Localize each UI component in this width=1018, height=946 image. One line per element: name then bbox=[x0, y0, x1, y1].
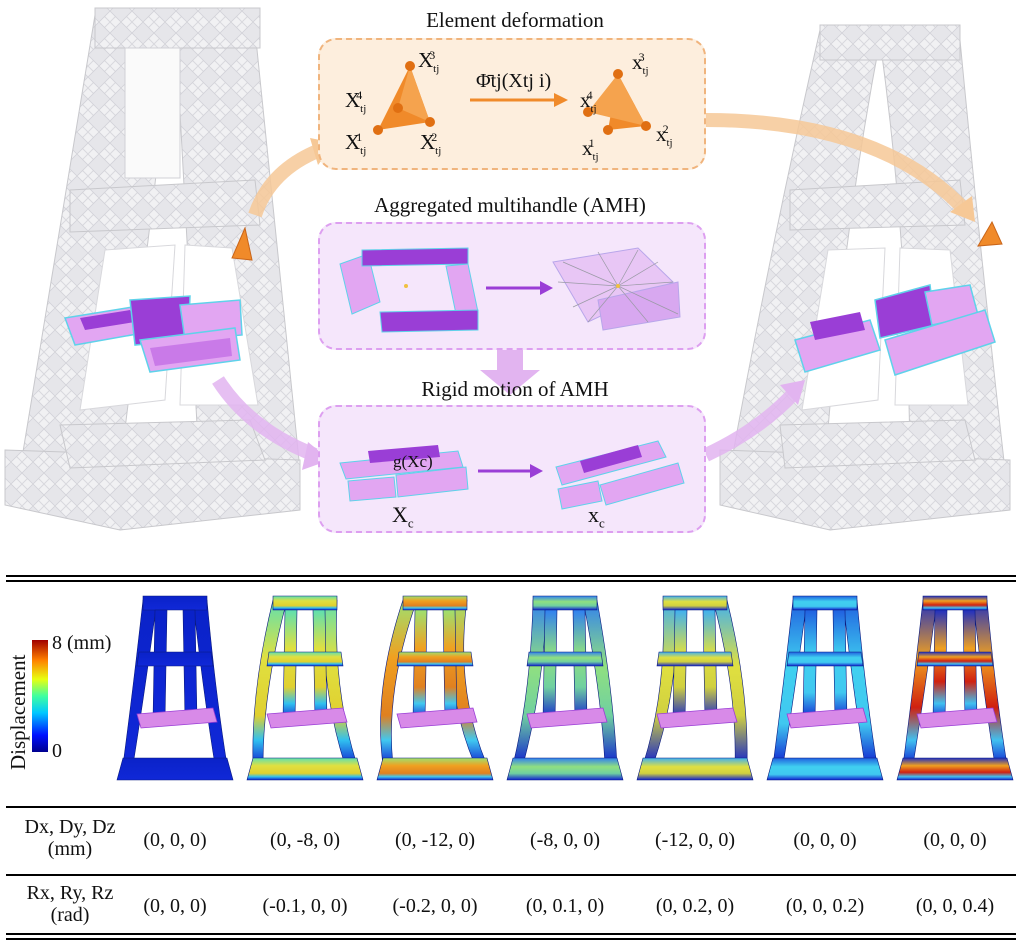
element-deformation-diagram bbox=[373, 61, 651, 135]
element-deformation-title: Element deformation bbox=[426, 8, 604, 32]
rotation-value-4: (0, 0.1, 0) bbox=[525, 895, 605, 917]
amh-diagram bbox=[339, 247, 681, 333]
element-marker-right bbox=[977, 220, 1003, 247]
element-deformation-panel bbox=[318, 38, 706, 170]
rotation-value-1: (0, 0, 0) bbox=[143, 895, 207, 917]
tower-7 bbox=[896, 595, 1014, 781]
flow-arrows bbox=[212, 113, 975, 470]
rule-top-1 bbox=[6, 575, 1016, 577]
amh-title: Aggregated multihandle (AMH) bbox=[374, 193, 646, 217]
tower-6 bbox=[766, 595, 884, 781]
tower-4 bbox=[506, 595, 624, 781]
tower-3 bbox=[376, 595, 494, 781]
displacement-value-7: (0, 0, 0) bbox=[923, 829, 987, 851]
displacement-value-4: (-8, 0, 0) bbox=[530, 829, 600, 851]
tower-handle-6 bbox=[786, 707, 868, 729]
rule-bottom-2 bbox=[6, 938, 1016, 940]
undeformed-frame bbox=[4, 7, 301, 531]
displacement-label: Displacement bbox=[6, 654, 30, 770]
xc-def-label: xc bbox=[588, 502, 605, 531]
displacement-value-2: (0, -8, 0) bbox=[270, 829, 340, 851]
rule-top-2 bbox=[6, 580, 1016, 582]
rule-bottom-1 bbox=[6, 933, 1016, 935]
tower-5 bbox=[636, 595, 754, 781]
deformation-mapping-label: Φ̄tj(Xtj i) bbox=[476, 70, 552, 92]
tower-handle-1 bbox=[136, 707, 218, 729]
tower-handle-4 bbox=[526, 707, 608, 729]
def-vertex-2: xtj2 bbox=[656, 122, 673, 150]
amh-handles-right bbox=[794, 284, 996, 376]
ref-vertex-1: Xtj1 bbox=[345, 130, 367, 158]
xc-ref-label: Xc bbox=[392, 502, 414, 531]
rule-mid-2 bbox=[6, 874, 1016, 876]
displacement-value-3: (0, -12, 0) bbox=[395, 829, 475, 851]
amh-handles-left bbox=[63, 295, 243, 373]
def-vertex-4: xtj4 bbox=[580, 88, 597, 116]
def-vertex-3: xtj3 bbox=[632, 50, 649, 78]
rotation-value-3: (-0.2, 0, 0) bbox=[392, 895, 478, 917]
tower-2 bbox=[246, 595, 364, 781]
element-marker-left bbox=[231, 226, 253, 261]
displacement-tower-row bbox=[116, 595, 1014, 781]
rigid-motion-diagram bbox=[339, 440, 685, 510]
rotation-value-5: (0, 0.2, 0) bbox=[655, 895, 735, 917]
displacement-value-1: (0, 0, 0) bbox=[143, 829, 207, 851]
row-header-displacement: Dx, Dy, Dz (mm) bbox=[24, 816, 116, 860]
ref-vertex-4: Xtj4 bbox=[345, 88, 367, 116]
ref-vertex-3: Xtj3 bbox=[418, 48, 440, 76]
tower-handle-7 bbox=[916, 707, 998, 729]
tower-handle-2 bbox=[266, 707, 348, 729]
colorbar-max: 8 (mm) bbox=[52, 632, 112, 654]
rotation-value-2: (-0.1, 0, 0) bbox=[262, 895, 348, 917]
rigid-mapping-label: g(Xc) bbox=[393, 452, 433, 471]
displacement-value-6: (0, 0, 0) bbox=[793, 829, 857, 851]
tower-1 bbox=[116, 595, 234, 781]
ref-vertex-2: Xtj2 bbox=[420, 130, 442, 158]
tower-handle-5 bbox=[656, 707, 738, 729]
rotation-value-6: (0, 0, 0.2) bbox=[785, 895, 865, 917]
row-header-rotation: Rx, Ry, Rz (rad) bbox=[26, 882, 114, 926]
tower-handle-3 bbox=[396, 707, 478, 729]
rotation-value-7: (0, 0, 0.4) bbox=[915, 895, 995, 917]
rigid-motion-title: Rigid motion of AMH bbox=[421, 377, 609, 401]
def-vertex-1: xtj1 bbox=[582, 136, 599, 164]
rule-mid bbox=[6, 806, 1016, 808]
colorbar-min: 0 bbox=[52, 740, 62, 762]
displacement-value-5: (-12, 0, 0) bbox=[655, 829, 735, 851]
displacement-colorbar bbox=[32, 640, 48, 752]
